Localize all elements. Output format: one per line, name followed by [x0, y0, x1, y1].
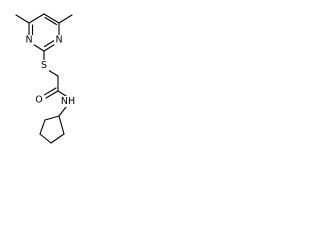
bond-cp-5-1: [58, 115, 65, 135]
bond-c5-c6: [43, 13, 60, 24]
bond-carbonyl-n: [57, 90, 67, 97]
bond-methyl-left: [15, 14, 30, 24]
bond-n1-c2-inner: [43, 39, 56, 48]
bond-s-ch2: [47, 69, 59, 77]
bond-carbonyl-o-double: [43, 87, 57, 96]
bond-c5-c6-inner: [44, 16, 58, 26]
atom-oxygen: O: [35, 95, 42, 106]
bond-n-cyclopentyl: [58, 106, 67, 117]
atom-n-ring-right: N: [55, 35, 62, 46]
atom-sulfur: S: [41, 60, 47, 71]
atom-nh: NH: [61, 96, 75, 107]
bond-methyl-right: [58, 14, 73, 24]
bond-c4-c5: [28, 13, 45, 24]
bond-cp-2-3: [39, 119, 46, 135]
atom-labels: N N S O NH: [24, 35, 76, 107]
bond-carbonyl-o: [45, 90, 59, 99]
bond-cp-4-5: [50, 133, 65, 144]
bond-cp-1-2: [44, 115, 60, 121]
atom-n-ring-left: N: [25, 35, 32, 46]
cyclopentyl-ring: [39, 115, 65, 144]
bond-cp-3-4: [39, 133, 52, 144]
chemical-structure-diagram: N N S O NH: [15, 13, 76, 144]
